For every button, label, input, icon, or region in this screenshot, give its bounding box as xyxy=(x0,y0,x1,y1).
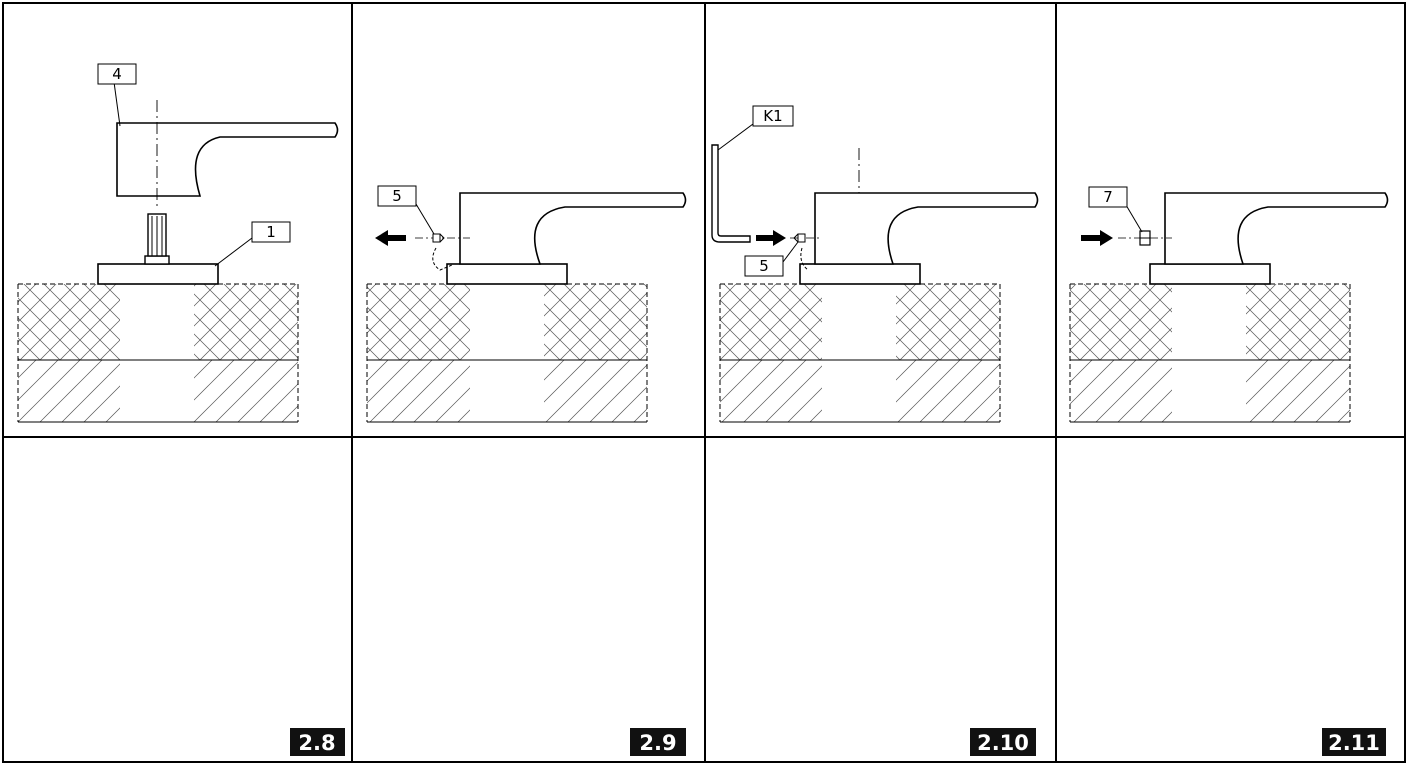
set-screw xyxy=(790,233,820,243)
panel-2-11: 7 2.11 xyxy=(1069,0,1389,756)
wall-section xyxy=(1069,283,1351,424)
callout-k1: K1 xyxy=(717,105,794,151)
figure-badge: 2.10 xyxy=(970,728,1036,756)
panel-2-10: K1 5 2.10 xyxy=(711,0,1039,756)
callout-label: 7 xyxy=(1103,188,1113,206)
callout-7: 7 xyxy=(1088,186,1143,233)
figure-label: 2.10 xyxy=(977,731,1029,755)
rotation-ccw-icon xyxy=(432,247,453,271)
figure-badge: 2.9 xyxy=(630,728,686,756)
cartridge-rosette xyxy=(97,213,219,285)
callout-1: 1 xyxy=(214,221,291,267)
figure-badge: 2.11 xyxy=(1322,728,1386,756)
figure-label: 2.11 xyxy=(1328,731,1380,755)
callout-label: 4 xyxy=(112,65,122,83)
arrow-right-icon xyxy=(1081,230,1113,246)
wall-section xyxy=(719,283,1001,424)
handle xyxy=(1149,192,1389,285)
set-screw xyxy=(415,233,470,243)
rotation-cw-icon xyxy=(800,247,809,271)
figure-label: 2.9 xyxy=(639,731,676,755)
panel-2-9: 5 2.9 xyxy=(366,0,687,756)
callout-label: 5 xyxy=(392,187,402,205)
figure-label: 2.8 xyxy=(298,731,335,755)
callout-5: 5 xyxy=(377,185,435,235)
cap xyxy=(1118,230,1172,246)
callout-label: K1 xyxy=(763,107,782,125)
wall-section xyxy=(17,283,299,424)
handle xyxy=(116,100,339,210)
panel-2-8: 4 1 2.8 xyxy=(17,0,345,756)
figure-badge: 2.8 xyxy=(290,728,345,756)
callout-5: 5 xyxy=(744,241,799,277)
arrow-left-icon xyxy=(375,230,406,246)
callout-label: 1 xyxy=(266,223,276,241)
wall-section xyxy=(366,283,648,424)
handle xyxy=(446,192,687,285)
hex-key xyxy=(711,144,751,243)
arrow-right-icon xyxy=(756,230,786,246)
callout-4: 4 xyxy=(97,63,137,127)
callout-label: 5 xyxy=(759,257,769,275)
handle xyxy=(799,148,1039,285)
